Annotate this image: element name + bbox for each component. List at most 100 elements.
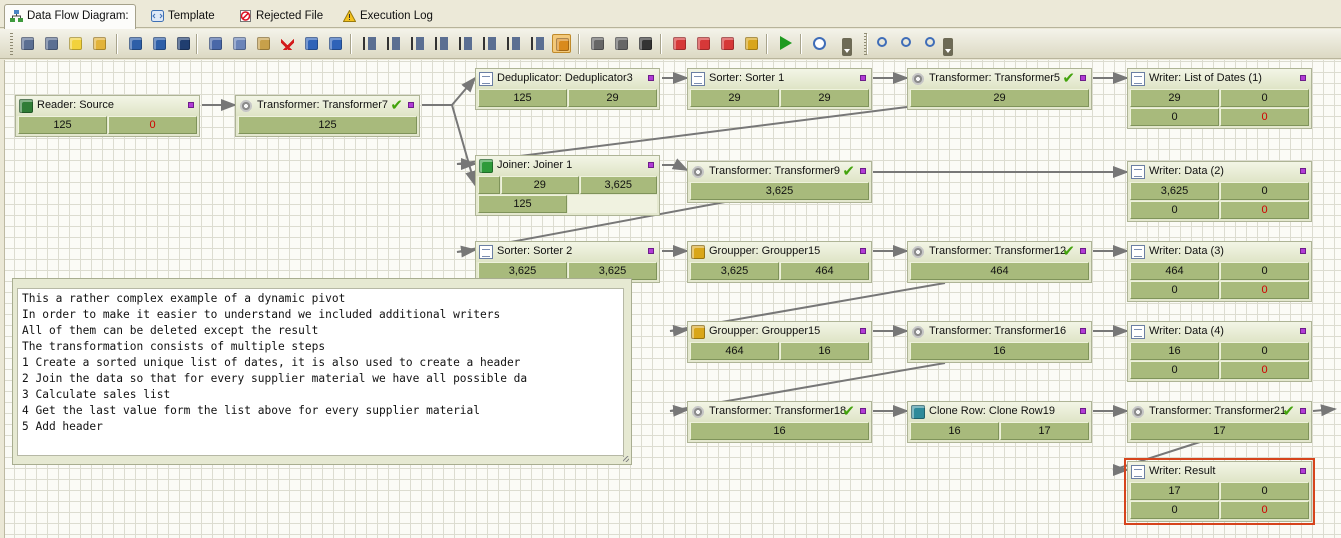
edit-button[interactable] [42,34,61,53]
node-header[interactable]: Groupper: Groupper15 [688,242,871,262]
node-header[interactable]: Writer: Result [1128,462,1311,482]
node-header[interactable]: Groupper: Groupper15 [688,322,871,342]
output-port[interactable] [1080,75,1086,81]
output-port[interactable] [1300,328,1306,334]
node-header[interactable]: Transformer: Transformer12✔ [908,242,1091,262]
toolbar-overflow-button[interactable] [842,38,852,56]
output-port[interactable] [408,102,414,108]
node-transformer7[interactable]: Transformer: Transformer7✔125 [235,95,420,137]
align-center-button[interactable] [384,34,403,53]
zoom-out-button[interactable] [898,34,917,53]
fit-button[interactable] [528,34,547,53]
output-port[interactable] [1080,248,1086,254]
output-port[interactable] [648,75,654,81]
output-port[interactable] [860,328,866,334]
output-port[interactable] [1300,408,1306,414]
node-header[interactable]: Transformer: Transformer9✔ [688,162,871,182]
output-port[interactable] [188,102,194,108]
align-left-button[interactable] [360,34,379,53]
tab-template[interactable]: Template [146,5,221,28]
copy-button[interactable] [230,34,249,53]
delete-button[interactable] [278,34,297,53]
schedule-button[interactable] [810,34,829,53]
toolbar-overflow-button[interactable] [943,38,953,56]
node-header[interactable]: Transformer: Transformer7✔ [236,96,419,116]
node-header[interactable]: Reader: Source [16,96,199,116]
output-port[interactable] [860,408,866,414]
output-port[interactable] [1300,168,1306,174]
node-transformer9[interactable]: Transformer: Transformer9✔3,625 [687,161,872,203]
node-header[interactable]: Writer: Data (3) [1128,242,1311,262]
node-header[interactable]: Transformer: Transformer21✔ [1128,402,1311,422]
print-preview-button[interactable] [612,34,631,53]
output-port[interactable] [1300,468,1306,474]
lock-button[interactable] [742,34,761,53]
tab-execution-log[interactable]: Execution Log [338,5,439,28]
output-port[interactable] [860,75,866,81]
output-port[interactable] [1080,328,1086,334]
note-text[interactable]: This a rather complex example of a dynam… [17,288,624,456]
output-port[interactable] [648,162,654,168]
node-header[interactable]: Deduplicator: Deduplicator3 [476,69,659,89]
redo-button[interactable] [326,34,345,53]
calendar-add-button[interactable] [694,34,713,53]
toolbar-grip[interactable] [864,33,867,55]
find-button[interactable] [636,34,655,53]
save-button[interactable] [126,34,145,53]
node-transformer5[interactable]: Transformer: Transformer5✔29 [907,68,1092,110]
properties-button[interactable] [18,34,37,53]
node-header[interactable]: Sorter: Sorter 1 [688,69,871,89]
output-port[interactable] [648,248,654,254]
align-middle-button[interactable] [456,34,475,53]
toolbar-grip[interactable] [10,33,13,55]
open-button[interactable] [90,34,109,53]
node-header[interactable]: Writer: Data (2) [1128,162,1311,182]
align-right-button[interactable] [408,34,427,53]
run-button[interactable] [776,34,795,53]
node-header[interactable]: Writer: Data (4) [1128,322,1311,342]
save-all-button[interactable] [174,34,193,53]
node-header[interactable]: Joiner: Joiner 1 [476,156,659,176]
tab-rejected-file[interactable]: Rejected File [234,5,329,28]
node-transformer12[interactable]: Transformer: Transformer12✔464 [907,241,1092,283]
cut-button[interactable] [206,34,225,53]
node-header[interactable]: Writer: List of Dates (1) [1128,69,1311,89]
diagram-note[interactable]: This a rather complex example of a dynam… [12,278,632,465]
zoom-in-button[interactable] [874,34,893,53]
output-port[interactable] [860,248,866,254]
note-resize-handle[interactable] [623,456,629,462]
paste-button[interactable] [254,34,273,53]
undo-button[interactable] [302,34,321,53]
select-button[interactable] [552,34,571,53]
node-transformer21[interactable]: Transformer: Transformer21✔17 [1127,401,1312,443]
calendar-check-button[interactable] [718,34,737,53]
node-transformer18[interactable]: Transformer: Transformer18✔16 [687,401,872,443]
calendar-button[interactable] [670,34,689,53]
output-port[interactable] [1300,75,1306,81]
output-port[interactable] [860,168,866,174]
same-size-button[interactable] [504,34,523,53]
output-port[interactable] [1300,248,1306,254]
print-button[interactable] [588,34,607,53]
node-header[interactable]: Transformer: Transformer16 [908,322,1091,342]
node-header[interactable]: Transformer: Transformer18✔ [688,402,871,422]
new-button[interactable] [66,34,85,53]
output-port[interactable] [1080,408,1086,414]
align-bottom-button[interactable] [480,34,499,53]
tab-data-flow-diagram[interactable]: Data Flow Diagram: [4,4,136,29]
node-header[interactable]: Transformer: Transformer5✔ [908,69,1091,89]
align-top-button[interactable] [432,34,451,53]
